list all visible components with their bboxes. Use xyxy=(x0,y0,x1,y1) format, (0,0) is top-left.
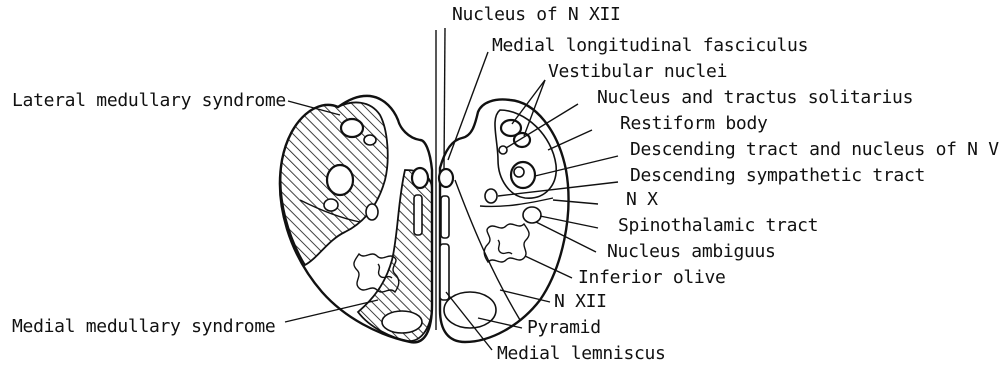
label-pyramid: Pyramid xyxy=(527,317,601,338)
left-symp-tract xyxy=(324,199,338,211)
left-mlf xyxy=(414,195,422,235)
label-solitarius: Nucleus and tractus solitarius xyxy=(597,87,913,108)
label-inferior-olive: Inferior olive xyxy=(578,267,726,288)
left-ambiguus xyxy=(366,204,378,220)
left-pyramid xyxy=(382,311,422,333)
label-medial-lemniscus: Medial lemniscus xyxy=(497,343,666,364)
label-desc-n-v: Descending tract and nucleus of N V xyxy=(630,139,999,160)
solitarius-nucleus xyxy=(499,146,507,154)
label-mlf: Medial longitudinal fasciculus xyxy=(492,35,808,56)
spinothalamic-tract-shape xyxy=(523,207,541,223)
label-restiform: Restiform body xyxy=(620,113,768,134)
left-vestibular xyxy=(341,119,363,137)
left-nucleus-n-xii xyxy=(412,168,428,188)
leader-nucleus-n-xii xyxy=(444,28,445,170)
right-medulla-half xyxy=(439,100,568,343)
label-vestibular: Vestibular nuclei xyxy=(548,61,727,82)
label-n-x: N X xyxy=(626,189,658,210)
label-lateral-syndrome: Lateral medullary syndrome xyxy=(12,90,286,111)
descending-n-v-inner xyxy=(514,167,524,177)
label-nucleus-n-xii: Nucleus of N XII xyxy=(452,4,621,25)
desc-sympathetic-tract xyxy=(485,189,497,203)
label-medial-syndrome: Medial medullary syndrome xyxy=(12,316,275,337)
left-descending-n-v xyxy=(327,165,353,195)
label-spinothalamic: Spinothalamic tract xyxy=(618,215,818,236)
right-nucleus-n-xii xyxy=(439,169,453,187)
label-desc-symp: Descending sympathetic tract xyxy=(630,165,925,186)
label-ambiguus: Nucleus ambiguus xyxy=(607,241,776,262)
right-mlf xyxy=(441,196,449,238)
left-solitarius xyxy=(364,135,376,145)
label-n-xii: N XII xyxy=(554,291,607,312)
right-medial-lemniscus xyxy=(440,244,449,300)
